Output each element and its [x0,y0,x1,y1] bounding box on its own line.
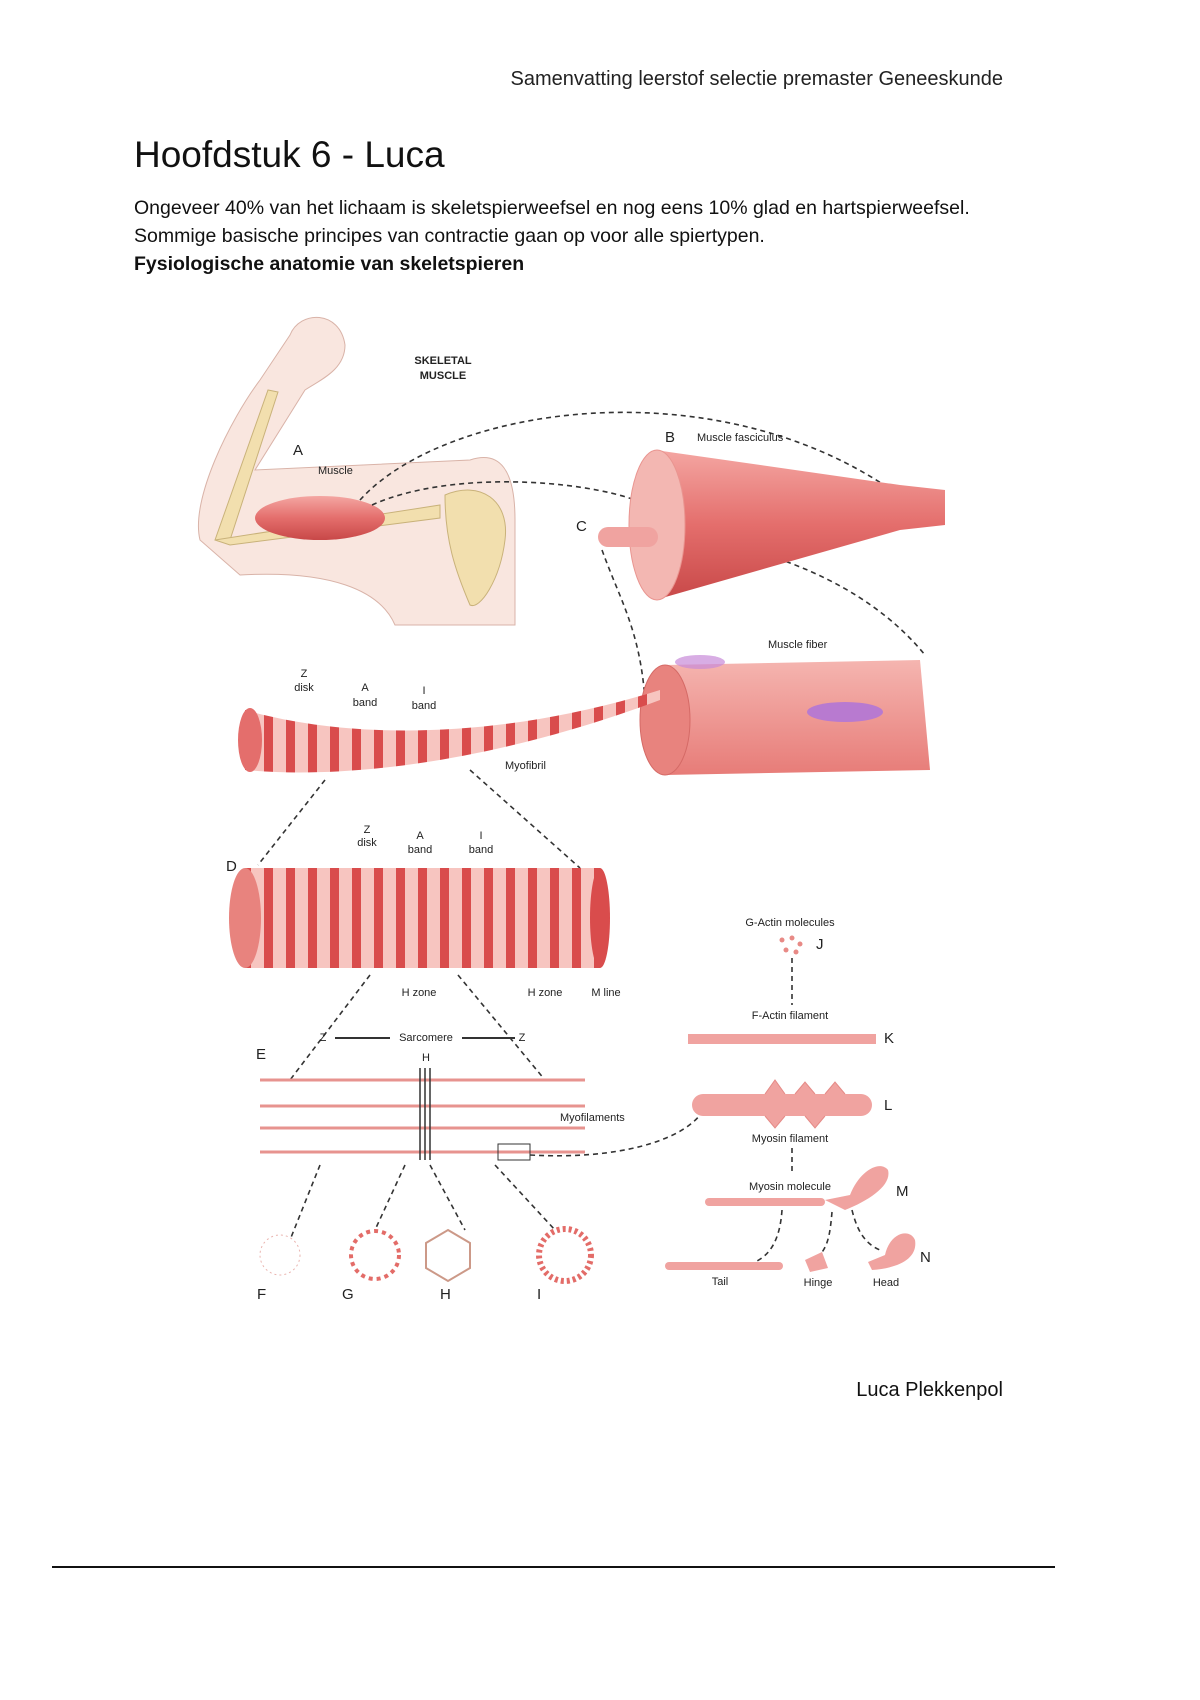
skeletal-muscle-figure: SKELETAL MUSCLE A Muscle B Muscle fascic… [198,316,945,1303]
myosin-head [868,1233,916,1270]
section-subheading: Fysiologische anatomie van skeletspieren [134,253,525,275]
arm-illustration [198,316,516,626]
label-tail: Tail [712,1276,729,1288]
footer-author: Luca Plekkenpol [856,1379,1003,1401]
myofibril-segment [229,868,610,968]
biceps-muscle [255,496,385,540]
label-i: I [422,685,425,697]
label-h: H [422,1052,430,1064]
label-myosin-molecule: Myosin molecule [749,1181,831,1193]
myosin-tail [665,1262,783,1270]
label-g-actin: G-Actin molecules [745,917,835,929]
myosin-molecule [705,1166,889,1210]
label-d-a-band: band [408,844,432,856]
label-N: N [920,1249,931,1266]
myosin-hinge [805,1252,828,1272]
intro-paragraph: Ongeveer 40% van het lichaam is skeletsp… [134,197,970,247]
label-F: F [257,1286,266,1303]
figure-heading-2: MUSCLE [420,370,466,382]
muscle-fiber-small [598,527,658,547]
muscle-fiber [639,655,930,776]
label-z-right: Z [519,1032,526,1044]
label-I: I [537,1286,541,1303]
cross-sections [259,1226,594,1284]
f-actin-filament [688,1034,876,1044]
label-fasciculus: Muscle fasciculus [697,432,784,444]
label-E: E [256,1046,266,1063]
label-f-actin: F-Actin filament [752,1010,828,1022]
sarcomere [260,1037,585,1161]
label-muscle-fiber: Muscle fiber [768,639,828,651]
intro-section: Ongeveer 40% van het lichaam is skeletsp… [134,194,1034,278]
myofibril [238,690,660,773]
label-myofibril: Myofibril [505,760,546,772]
figure-heading: SKELETAL [414,355,472,367]
label-disk: disk [294,682,314,694]
page-title: Hoofdstuk 6 - Luca [134,134,445,175]
label-z-left: Z [320,1032,327,1044]
running-header: Samenvatting leerstof selectie premaster… [510,68,1004,90]
muscle-fasciculus [628,449,945,601]
label-H: H [440,1286,451,1303]
label-K: K [884,1030,894,1047]
label-d-i-band: band [469,844,493,856]
label-h-zone-2: H zone [528,987,563,999]
footer-divider [52,1566,1055,1568]
label-D: D [226,858,237,875]
label-d-a: A [416,830,424,842]
label-a-band: band [353,697,377,709]
label-C: C [576,518,587,535]
label-G: G [342,1286,354,1303]
label-d-disk: disk [357,837,377,849]
label-d-i: I [479,830,482,842]
label-m-line: M line [591,987,620,999]
myosin-filament [692,1079,872,1129]
label-hinge: Hinge [804,1277,833,1289]
label-L: L [884,1097,892,1114]
label-M: M [896,1183,909,1200]
label-h-zone-1: H zone [402,987,437,999]
label-sarcomere: Sarcomere [399,1032,453,1044]
label-myosin-filament: Myosin filament [752,1133,828,1145]
label-i-band: band [412,700,436,712]
g-actin-molecules [779,935,803,955]
label-A: A [293,442,303,459]
label-J: J [816,936,824,953]
label-d-z: Z [364,824,371,836]
label-a: A [361,682,369,694]
label-head: Head [873,1277,899,1289]
label-muscle: Muscle [318,465,353,477]
label-z: Z [301,668,308,680]
label-myofilaments: Myofilaments [560,1112,625,1124]
label-B: B [665,429,675,446]
